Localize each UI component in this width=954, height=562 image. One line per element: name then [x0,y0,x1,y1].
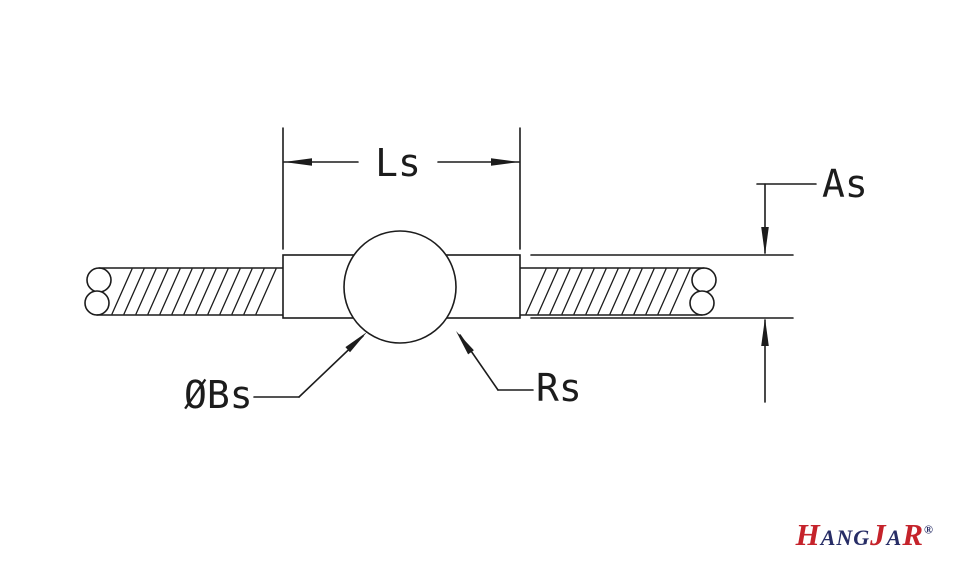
cable-right-strand-hatching [525,268,691,315]
cable-right-strand-end-top [691,267,717,293]
brand-logo: HangJaR® [796,519,934,550]
fitting-ball [343,230,457,344]
logo-letter-j: J [870,517,887,552]
registered-trademark-icon: ® [924,522,934,537]
leader-bs: ØBs [184,332,367,417]
ls-arrow-left [284,158,312,166]
as-arrow-up [761,318,769,346]
as-arrow-down [761,227,769,255]
logo-letter-r: R [902,517,925,552]
cable-left-strand-end-bottom [84,290,110,316]
label-as: As [822,162,868,206]
rs-leader-arrow [456,331,474,355]
label-rs: Rs [536,366,582,410]
cable-left-strand-hatching [111,268,277,315]
leader-rs: Rs [456,331,582,410]
swaged-fitting [282,230,521,344]
logo-letter-a: a [886,517,903,552]
label-ls: Ls [375,141,421,185]
dimension-as: As [530,162,868,403]
bs-leader-arrow [345,332,367,353]
label-bs: ØBs [184,373,253,417]
cable-right-strand-end-bottom [689,290,715,316]
cable-right [519,267,717,316]
logo-letter-h: H [795,517,821,552]
logo-letters-ang: ang [820,517,871,552]
cable-left-strand-end-top [86,267,112,293]
cable-left [84,267,284,316]
ls-arrow-right [491,158,519,166]
dimension-ls: Ls [282,127,521,250]
